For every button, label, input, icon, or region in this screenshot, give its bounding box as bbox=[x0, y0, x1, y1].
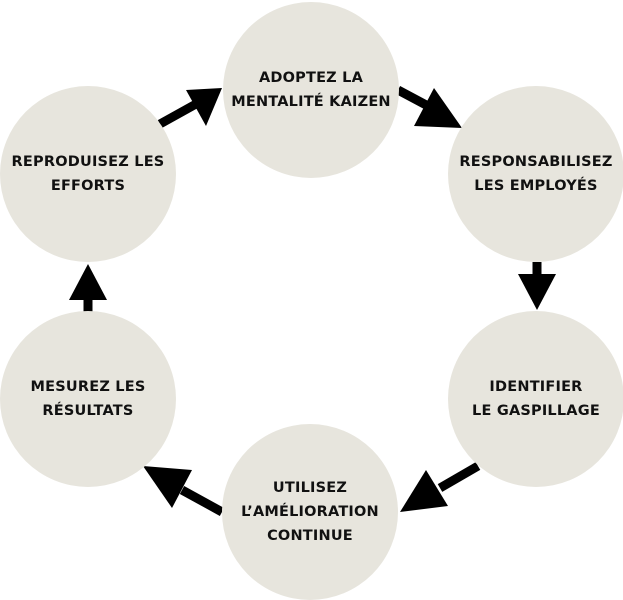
node-label-line: IDENTIFIER bbox=[489, 379, 583, 395]
node-label-line: L’AMÉLIORATION bbox=[241, 504, 379, 520]
node-label-line: RESPONSABILISEZ bbox=[459, 154, 613, 170]
node-identify-waste: IDENTIFIER LE GASPILLAGE bbox=[448, 311, 623, 487]
node-continuous-improvement: UTILISEZ L’AMÉLIORATION CONTINUE bbox=[222, 424, 398, 600]
arrow-up-icon bbox=[69, 264, 107, 312]
node-label-line: CONTINUE bbox=[267, 528, 353, 544]
arrow-right-down-icon bbox=[395, 86, 462, 128]
node-adopt-kaizen-mindset: ADOPTEZ LA MENTALITÉ KAIZEN bbox=[223, 2, 399, 178]
arrow-down-icon bbox=[518, 262, 556, 310]
node-label-line: REPRODUISEZ LES bbox=[11, 154, 165, 170]
arrow-left-up-icon bbox=[143, 466, 225, 516]
node-label-line: LE GASPILLAGE bbox=[472, 403, 600, 419]
arrow-right-up-icon bbox=[157, 88, 222, 128]
arrow-left-down-icon bbox=[400, 462, 481, 512]
node-empower-employees: RESPONSABILISEZ LES EMPLOYÉS bbox=[448, 86, 623, 262]
node-label-line: ADOPTEZ LA bbox=[258, 70, 363, 86]
node-measure-results: MESUREZ LES RÉSULTATS bbox=[0, 311, 176, 487]
node-repeat-efforts: REPRODUISEZ LES EFFORTS bbox=[0, 86, 176, 262]
node-label-line: UTILISEZ bbox=[272, 480, 348, 496]
node-label-line: RÉSULTATS bbox=[42, 403, 134, 419]
node-label-line: MENTALITÉ KAIZEN bbox=[231, 94, 391, 110]
node-label-line: EFFORTS bbox=[50, 178, 126, 194]
node-label-line: MESUREZ LES bbox=[30, 379, 146, 395]
node-label-line: LES EMPLOYÉS bbox=[474, 178, 598, 194]
